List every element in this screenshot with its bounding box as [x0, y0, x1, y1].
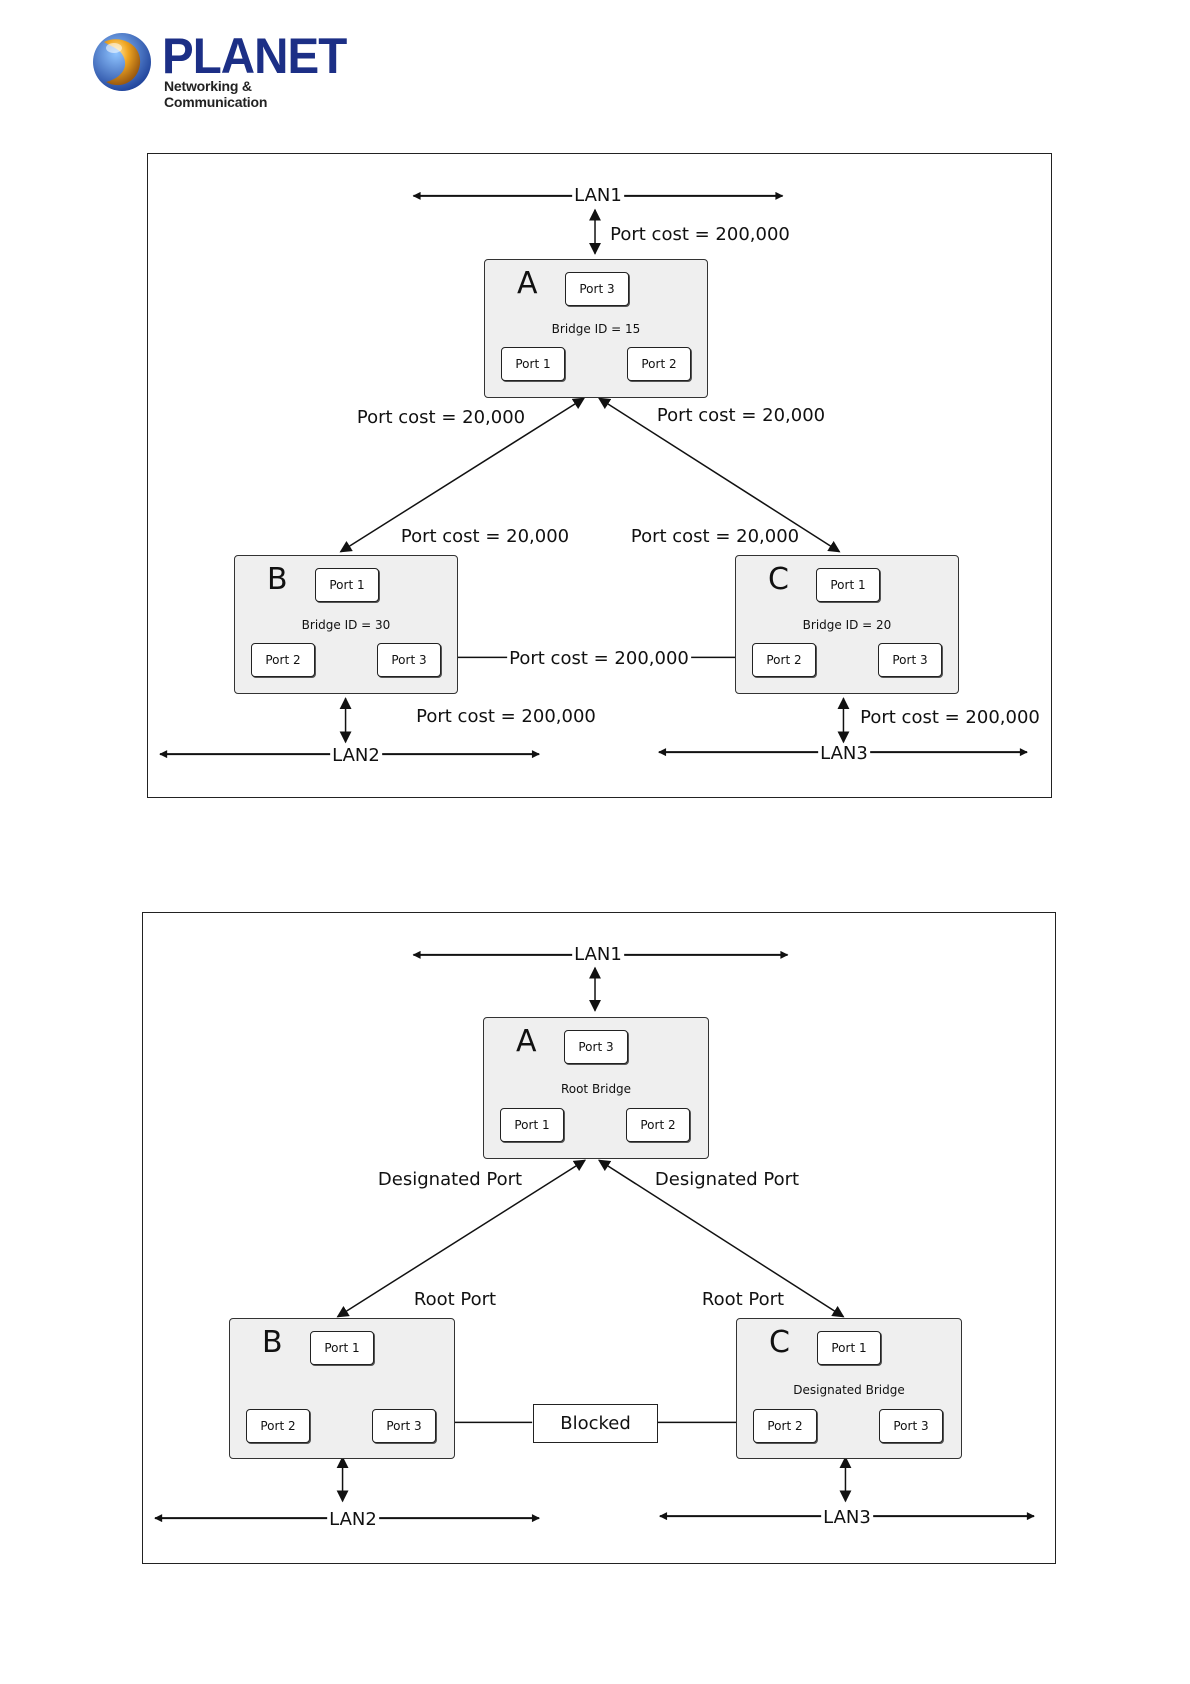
port-3: Port 3: [565, 272, 629, 306]
cost-lan3-label: Port cost = 200,000: [860, 707, 1040, 728]
logo-wordmark: PLANET: [162, 28, 347, 84]
port-1: Port 1: [501, 347, 565, 381]
port-cost-diagram: LAN1 LAN2 LAN3 Port cost = 200,000 Port …: [147, 153, 1052, 798]
lan3-label: LAN3: [821, 1507, 873, 1528]
port-1: Port 1: [310, 1331, 374, 1365]
cost-c-top-label: Port cost = 20,000: [630, 526, 800, 547]
port-3: Port 3: [879, 1409, 943, 1443]
port-1: Port 1: [816, 568, 880, 602]
globe-icon: [93, 33, 151, 91]
a-to-c-link: [597, 397, 841, 553]
bridge-c-designated: C Port 1 Designated Bridge Port 2 Port 3: [736, 1318, 962, 1459]
lan2-label: LAN2: [327, 1509, 379, 1530]
port-2: Port 2: [251, 643, 315, 677]
a-to-c-link: [597, 1159, 845, 1318]
bridge-id: Bridge ID = 15: [551, 322, 641, 336]
cost-lan1-label: Port cost = 200,000: [610, 224, 790, 245]
bridge-letter: C: [769, 1325, 790, 1360]
cost-b-top-label: Port cost = 20,000: [400, 526, 570, 547]
port-3: Port 3: [377, 643, 441, 677]
port-2: Port 2: [627, 347, 691, 381]
diagram1-connections: [159, 191, 1028, 759]
a-to-b-link: [336, 1159, 587, 1318]
cost-a-left-label: Port cost = 20,000: [356, 407, 526, 428]
planet-logo: PLANET Networking & Communication: [92, 26, 352, 110]
bridge-a: A Port 3 Bridge ID = 15 Port 1 Port 2: [484, 259, 708, 398]
lan2-label: LAN2: [330, 745, 382, 766]
cost-lan2-label: Port cost = 200,000: [416, 706, 596, 727]
bridge-letter: A: [517, 266, 538, 301]
port-3: Port 3: [878, 643, 942, 677]
logo-tagline: Networking & Communication: [164, 78, 268, 110]
port-3: Port 3: [564, 1030, 628, 1064]
port-1: Port 1: [500, 1108, 564, 1142]
port-2: Port 2: [753, 1409, 817, 1443]
cost-a-right-label: Port cost = 20,000: [656, 405, 826, 426]
bridge-letter: B: [267, 562, 288, 597]
designated-port-right-label: Designated Port: [654, 1169, 800, 1190]
port-2: Port 2: [752, 643, 816, 677]
port-2: Port 2: [626, 1108, 690, 1142]
bridge-role: Designated Bridge: [793, 1383, 905, 1397]
designated-port-left-label: Designated Port: [377, 1169, 523, 1190]
bridge-letter: B: [262, 1325, 283, 1360]
lan3-label: LAN3: [818, 743, 870, 764]
port-1: Port 1: [817, 1331, 881, 1365]
bridge-id: Bridge ID = 20: [802, 618, 892, 632]
spanning-tree-result-diagram: LAN1 LAN2 LAN3 Designated Port Designate…: [142, 912, 1056, 1564]
port-1: Port 1: [315, 568, 379, 602]
a-to-b-link: [339, 397, 586, 553]
port-2: Port 2: [246, 1409, 310, 1443]
bridge-a-root: A Port 3 Root Bridge Port 1 Port 2: [483, 1017, 709, 1159]
port-3: Port 3: [372, 1409, 436, 1443]
bridge-letter: C: [768, 562, 789, 597]
lan1-label: LAN1: [572, 944, 624, 965]
blocked-link-box: Blocked: [533, 1404, 658, 1443]
bridge-letter: A: [516, 1024, 537, 1059]
bridge-b: B Port 1 Bridge ID = 30 Port 2 Port 3: [234, 555, 458, 694]
bridge-c: C Port 1 Bridge ID = 20 Port 2 Port 3: [735, 555, 959, 694]
cost-bc-label: Port cost = 200,000: [507, 648, 691, 669]
lan1-label: LAN1: [572, 185, 624, 206]
bridge-b: B Port 1 Port 2 Port 3: [229, 1318, 455, 1459]
bridge-id: Bridge ID = 30: [301, 618, 391, 632]
root-port-c-label: Root Port: [701, 1289, 785, 1310]
bridge-role: Root Bridge: [560, 1082, 632, 1096]
diagram2-connections: [154, 950, 1035, 1523]
root-port-b-label: Root Port: [413, 1289, 497, 1310]
